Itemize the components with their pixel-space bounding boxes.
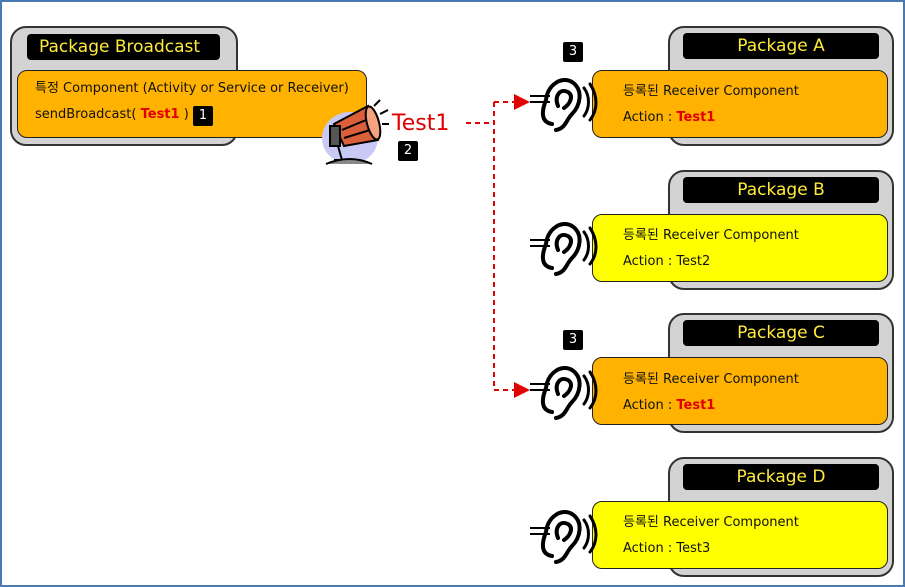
sender-component-label: 특정 Component (Activity or Service or Rec… <box>35 81 349 96</box>
step-badge-3-package-a: 3 <box>563 42 583 62</box>
package-b-action-value: Test2 <box>676 254 711 269</box>
send-broadcast-action: Test1 <box>140 107 180 122</box>
ear-icon <box>530 510 598 564</box>
package-d-action: Action : Test3 <box>623 541 710 556</box>
package-c-action-value: Test1 <box>676 398 716 413</box>
package-b-action: Action : Test2 <box>623 254 710 269</box>
package-b-title: Package B <box>683 177 879 203</box>
package-a-action-value: Test1 <box>676 110 716 125</box>
package-c-title: Package C <box>683 320 879 346</box>
package-a-receiver-box <box>592 70 888 138</box>
ear-icon <box>530 222 598 276</box>
package-c-action: Action : Test1 <box>623 398 715 413</box>
package-a-title: Package A <box>683 33 879 59</box>
package-b-receiver-label: 등록된 Receiver Component <box>623 228 799 243</box>
package-d-receiver-label: 등록된 Receiver Component <box>623 515 799 530</box>
step-badge-1: 1 <box>193 106 213 126</box>
package-b-action-label: Action : <box>623 254 673 269</box>
megaphone-icon <box>322 99 389 165</box>
package-a-action: Action : Test1 <box>623 110 715 125</box>
package-c-action-label: Action : <box>623 398 673 413</box>
package-d-receiver-box <box>592 501 888 569</box>
package-d-action-value: Test3 <box>676 541 711 556</box>
ear-icon <box>530 366 598 420</box>
package-b-receiver-box <box>592 214 888 282</box>
broadcast-message-label: Test1 <box>392 111 450 136</box>
send-broadcast-prefix: sendBroadcast( <box>35 107 137 122</box>
package-d-action-label: Action : <box>623 541 673 556</box>
package-d-title: Package D <box>683 464 879 490</box>
package-c-receiver-label: 등록된 Receiver Component <box>623 372 799 387</box>
ear-icon <box>530 78 598 132</box>
package-c-receiver-box <box>592 357 888 425</box>
package-a-receiver-label: 등록된 Receiver Component <box>623 84 799 99</box>
package-a-action-label: Action : <box>623 110 673 125</box>
step-badge-2: 2 <box>398 141 418 161</box>
sender-component-box <box>17 70 367 138</box>
package-broadcast-title: Package Broadcast <box>27 34 220 60</box>
step-badge-3-package-c: 3 <box>563 330 583 350</box>
